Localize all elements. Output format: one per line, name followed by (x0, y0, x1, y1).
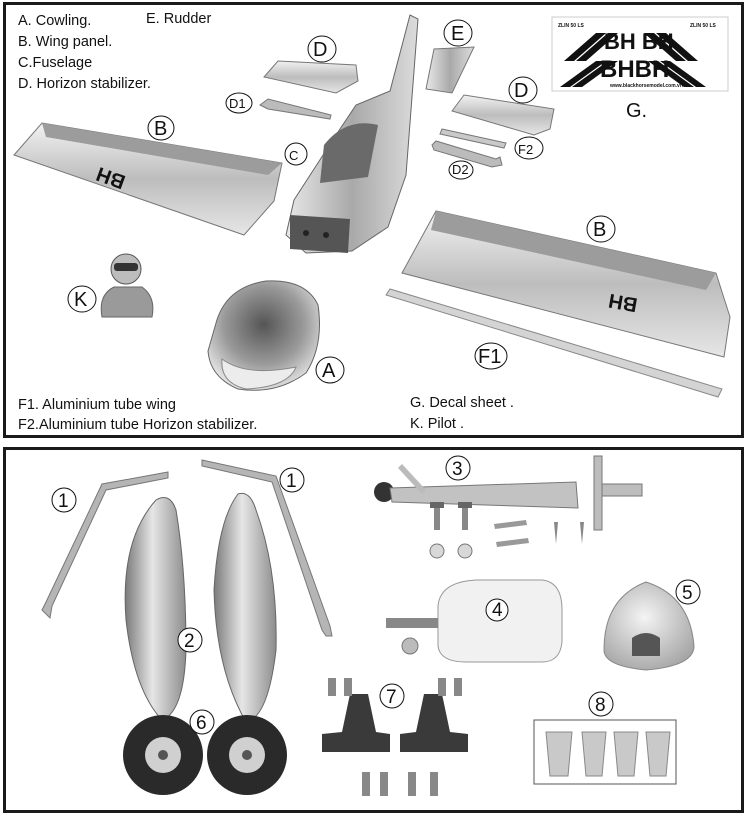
legend-item-f1: F1. Aluminium tube wing (18, 397, 176, 413)
legend-item-pilot: K. Pilot . (410, 416, 464, 432)
left-wing-panel: BH (13, 122, 283, 236)
legend-accessories: G. Decal sheet . K. Pilot . (410, 393, 514, 435)
legend-item-wing-panel: B. Wing panel. (18, 34, 113, 50)
label-d-right: D (514, 80, 528, 102)
fuel-tank (386, 579, 563, 663)
pilot-figure (100, 253, 154, 318)
mounting-brackets (322, 678, 468, 796)
label-b-left: B (154, 118, 167, 140)
cowling (207, 280, 320, 391)
right-horizontal-stabilizer (451, 94, 555, 136)
decal-sheet: ZLIN 50 LS ZLIN 50 LS BH BH BHBH www.bla… (551, 16, 729, 92)
legend-tubes: F1. Aluminium tube wing F2.Aluminium tub… (18, 395, 257, 435)
legend-item-horizon-stabilizer: D. Horizon stabilizer. (18, 76, 151, 92)
wing-tube-f1 (385, 288, 723, 398)
left-horizontal-stabilizer (263, 60, 359, 94)
tail-wheel-assembly (374, 455, 643, 531)
decal-logo-top: BH BH (604, 29, 674, 54)
landing-gear-legs (41, 459, 333, 637)
legend-item-cowling: A. Cowling. (18, 13, 92, 29)
label-f1: F1 (478, 346, 501, 368)
rudder (425, 46, 475, 94)
callout-2: 2 (184, 631, 195, 652)
legend-item-fuselage: C.Fuselage (18, 55, 93, 71)
airframe-parts-illustration: BH BH (13, 14, 731, 398)
label-b-right: B (593, 219, 606, 241)
callout-8: 8 (595, 695, 606, 716)
label-k: K (74, 289, 88, 311)
part-callouts: D D1 B C E D F2 D2 G. B K F1 A (67, 19, 647, 384)
hardware-parts-illustration: 1 1 2 3 4 5 6 7 8 (41, 455, 701, 796)
legend-item-decal-sheet: G. Decal sheet . (410, 395, 514, 411)
callout-3: 3 (452, 459, 463, 480)
label-f2: F2 (518, 142, 533, 157)
callout-1-left: 1 (58, 491, 69, 512)
hinges-set (533, 719, 677, 785)
hardware-screws (429, 502, 584, 559)
label-d-left: D (313, 39, 327, 61)
label-c: C (289, 148, 298, 163)
fuselage (285, 14, 419, 254)
parts-panel-airframe: BH BH (3, 2, 744, 438)
wheels (123, 715, 287, 795)
label-g: G. (626, 100, 647, 122)
callout-7: 7 (386, 687, 397, 708)
stabilizer-joiner-d1 (259, 98, 332, 120)
right-wing-panel: BH (401, 210, 731, 358)
wheel-pants (124, 492, 277, 723)
parts-panel-hardware: 1 1 2 3 4 5 6 7 8 (3, 447, 744, 813)
numbered-callouts: 1 1 2 3 4 5 6 7 8 (51, 455, 701, 735)
decal-model-right: ZLIN 50 LS (690, 23, 717, 29)
label-a: A (322, 360, 336, 382)
legend-parts-list: A. Cowling. B. Wing panel. C.Fuselage D.… (18, 11, 151, 95)
right-wing-marking: BH (607, 289, 639, 316)
callout-5: 5 (682, 583, 693, 604)
decal-website: www.blackhorsemodel.com.vn (609, 83, 683, 89)
label-e: E (451, 23, 464, 45)
legend-item-f2: F2.Aluminium tube Horizon stabilizer. (18, 417, 258, 433)
callout-1-right: 1 (286, 471, 297, 492)
callout-4: 4 (492, 600, 503, 621)
decal-model-left: ZLIN 50 LS (558, 23, 585, 29)
stabilizer-tubes (431, 128, 507, 168)
callout-6: 6 (196, 713, 207, 734)
decal-logo-bottom: BHBH (600, 56, 669, 83)
label-d1: D1 (229, 96, 246, 111)
legend-item-rudder: E. Rudder (146, 11, 212, 27)
label-d2: D2 (452, 162, 469, 177)
spinner (603, 581, 695, 671)
